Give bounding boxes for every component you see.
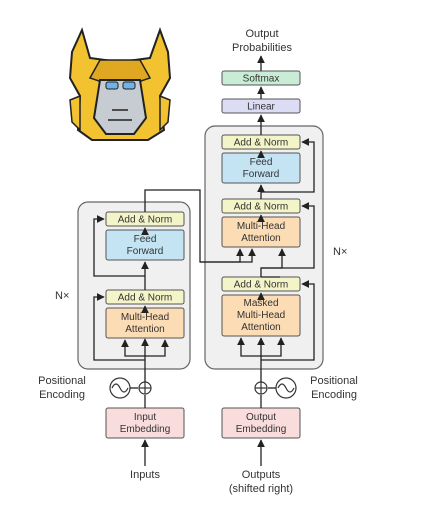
encoder-mha-label-2: Attention: [125, 324, 164, 335]
softmax-label: Softmax: [243, 74, 280, 85]
connectors: [93, 55, 315, 466]
encoder-addnorm-2-label: Add & Norm: [118, 215, 172, 226]
enc-to-dec-arrow-2: [200, 248, 256, 263]
enc-to-dec-arrow-1: [144, 189, 244, 263]
enc-k-arrow: [121, 339, 145, 357]
output-embedding-label-2: Embedding: [236, 424, 287, 435]
encoder-nx-label: N×: [55, 290, 69, 302]
input-embedding-label-1: Input: [134, 412, 156, 423]
output-embedding-label-1: Output: [246, 412, 276, 423]
masked-label-3: Attention: [241, 322, 280, 333]
encoder-positional-label-1: Positional: [38, 375, 86, 387]
output-probabilities-label-line1: Output: [245, 28, 278, 40]
encoder-mha-label-1: Multi-Head: [121, 312, 169, 323]
outputs-label-2: (shifted right): [229, 483, 293, 495]
decoder-mha-label-1: Multi-Head: [237, 221, 285, 232]
decoder-positional-label-2: Encoding: [311, 389, 357, 401]
enc-residual-1: [93, 293, 145, 361]
decoder-nx-label: N×: [333, 246, 347, 258]
encoder-addnorm-1-label: Add & Norm: [118, 293, 172, 304]
enc-residual-2: [93, 215, 145, 277]
sine-wave-icon: [275, 377, 297, 399]
dec-v-arrow: [261, 337, 285, 357]
dec-residual-3: [261, 138, 315, 193]
decoder-addnorm-1-label: Add & Norm: [234, 280, 288, 291]
masked-label-2: Multi-Head: [237, 310, 285, 321]
decoder-ff-label-2: Forward: [243, 169, 280, 180]
input-embedding-label-2: Embedding: [120, 424, 171, 435]
output-probabilities-label-line2: Probabilities: [232, 42, 292, 54]
dec-residual-1: [261, 280, 315, 361]
linear-label: Linear: [247, 102, 275, 113]
dec-k-arrow: [237, 337, 261, 357]
decoder-ff-label-1: Feed: [250, 157, 273, 168]
plus-circle-icon: [138, 381, 152, 395]
inputs-label: Inputs: [130, 469, 160, 481]
dec-residual-2: [261, 202, 315, 269]
encoder-ff-label-2: Forward: [127, 246, 164, 257]
encoder-stack: [77, 201, 191, 370]
enc-v-arrow: [145, 339, 169, 357]
decoder-positional-label-1: Positional: [310, 375, 358, 387]
outputs-label-1: Outputs: [242, 469, 281, 481]
encoder-ff-label-1: Feed: [134, 234, 157, 245]
robot-head-icon: [68, 27, 172, 141]
sine-wave-icon: [109, 377, 131, 399]
encoder-positional-label-2: Encoding: [39, 389, 85, 401]
masked-label-1: Masked: [243, 298, 278, 309]
plus-circle-icon: [254, 381, 268, 395]
decoder-mha-label-2: Attention: [241, 233, 280, 244]
decoder-addnorm-2-label: Add & Norm: [234, 202, 288, 213]
decoder-addnorm-3-label: Add & Norm: [234, 138, 288, 149]
